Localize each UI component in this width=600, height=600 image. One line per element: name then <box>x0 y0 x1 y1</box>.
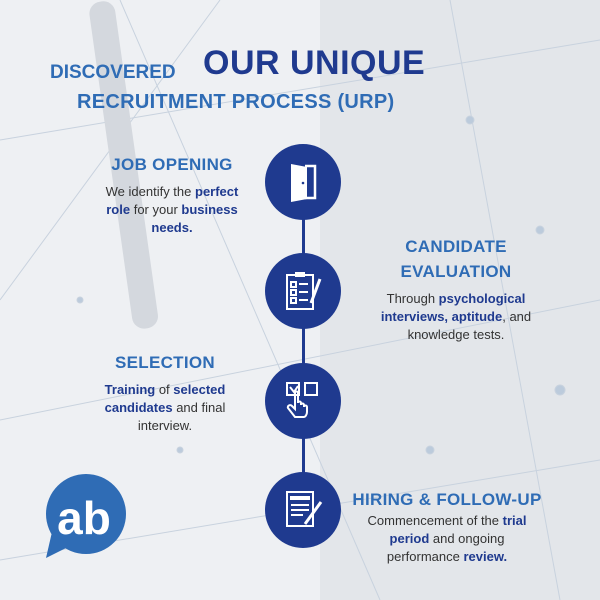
step-description: Commencement of the trial period and ong… <box>367 513 527 564</box>
title-prefix: DISCOVERED <box>50 62 176 83</box>
step-3-circle <box>265 363 341 439</box>
timeline-connector <box>302 200 305 500</box>
step-selection: SELECTION Training of selected candidate… <box>90 350 240 435</box>
step-title-line1: CANDIDATE <box>405 237 507 256</box>
step-candidate-evaluation: CANDIDATE EVALUATION Through psychologica… <box>366 234 546 344</box>
step-title: HIRING & FOLLOW-UP <box>352 490 542 509</box>
door-icon <box>291 164 317 202</box>
clipboard-checklist-icon <box>286 272 322 310</box>
step-4-circle <box>265 472 341 548</box>
svg-text:ab: ab <box>57 492 111 544</box>
step-job-opening: JOB OPENING We identify the perfect role… <box>92 152 252 237</box>
step-description: We identify the perfect role for your bu… <box>105 184 239 235</box>
step-description: Training of selected candidates and fina… <box>104 382 226 433</box>
contract-icon <box>286 491 323 527</box>
step-hiring-follow-up: HIRING & FOLLOW-UP Commencement of the t… <box>352 487 542 566</box>
step-1-circle <box>265 144 341 220</box>
brand-logo: ab <box>46 474 126 558</box>
title-main: OUR UNIQUE <box>203 44 426 82</box>
step-title: JOB OPENING <box>111 155 233 174</box>
title-sub: RECRUITMENT PROCESS (URP) <box>77 91 395 113</box>
hand-checkbox-icon <box>286 382 318 418</box>
step-title: SELECTION <box>115 353 215 372</box>
step-title-line2: EVALUATION <box>400 262 512 281</box>
step-description: Through psychological interviews, aptitu… <box>380 291 532 342</box>
step-2-circle <box>265 253 341 329</box>
